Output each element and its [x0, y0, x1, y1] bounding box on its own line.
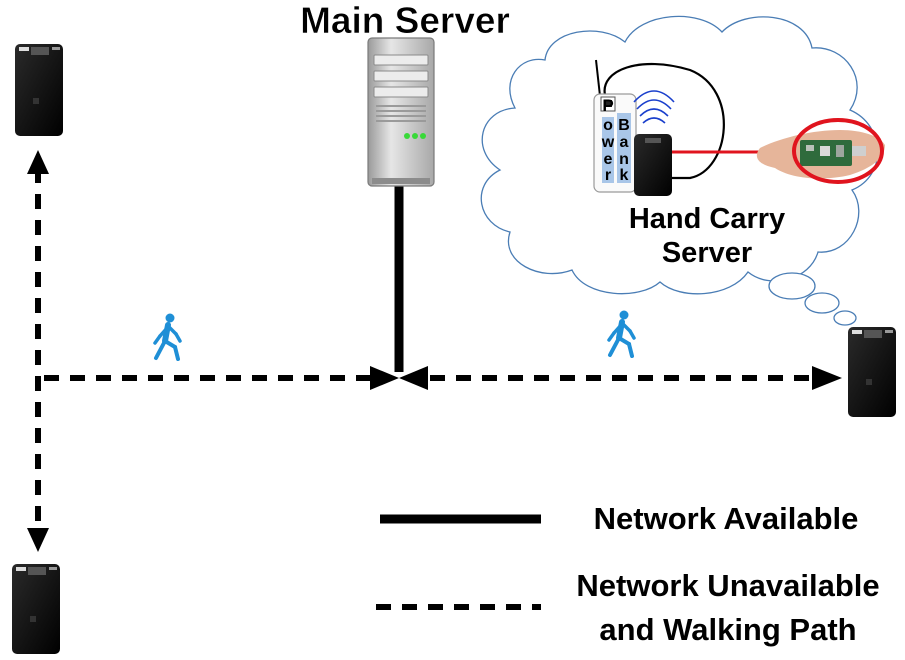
- arrow-right-to-phone: [812, 366, 842, 390]
- power-letter: e: [604, 151, 613, 168]
- power-bank-letters: P o w e r B a n k: [601, 96, 630, 184]
- walker-right: [607, 310, 636, 358]
- cloud-bubble-3: [833, 310, 857, 326]
- legend: Network Available Network Unavailable an…: [376, 501, 880, 647]
- bank-letter: k: [620, 167, 629, 184]
- walking-person-icon: [607, 310, 636, 358]
- power-letter: o: [603, 117, 613, 134]
- power-letter: r: [605, 167, 611, 184]
- main-server: Main Server: [300, 0, 510, 187]
- phone-right: [848, 327, 896, 417]
- bank-letter: a: [620, 134, 629, 151]
- power-letter: P: [602, 96, 613, 115]
- cloud-shape: [480, 15, 879, 295]
- highlight-circle: [792, 118, 884, 184]
- cloud-bubble-1: [768, 272, 816, 300]
- phone-bottom-left: [12, 564, 60, 654]
- arrow-left-to-junction: [399, 366, 428, 390]
- power-bank: P o w e r B a n k: [593, 93, 637, 193]
- usb-cable: [603, 62, 725, 180]
- cloud-bubble-2: [804, 292, 840, 314]
- bank-letter: B: [618, 117, 630, 134]
- arrow-down: [27, 528, 49, 552]
- arrow-right-to-junction: [370, 366, 399, 390]
- legend-dashed-label-line1: Network Unavailable: [576, 568, 879, 603]
- bank-letter: n: [619, 151, 629, 168]
- arrow-up: [27, 150, 49, 174]
- thought-cloud: [480, 15, 879, 326]
- hand-carry-device: [634, 134, 672, 196]
- wifi-signal-icon: [633, 90, 675, 124]
- network-lines: [27, 150, 842, 552]
- legend-dashed-label-line2: and Walking Path: [599, 612, 856, 647]
- mobile-phone-icon: [12, 564, 60, 654]
- hand-with-board: [756, 130, 885, 179]
- tower-server-icon: [367, 37, 435, 187]
- hand-carry-label-line1: Hand Carry: [629, 203, 785, 235]
- mobile-phone-icon: [848, 327, 896, 417]
- mobile-phone-icon: [15, 44, 63, 136]
- power-letter: w: [601, 134, 615, 151]
- walking-person-icon: [153, 313, 182, 361]
- phone-top-left: [15, 44, 63, 136]
- main-server-label: Main Server: [300, 0, 510, 41]
- walker-left: [153, 313, 182, 361]
- hand-carry-server: P o w e r B a n k: [593, 59, 885, 269]
- hand-carry-label-line2: Server: [662, 237, 752, 269]
- legend-solid-label: Network Available: [594, 501, 859, 536]
